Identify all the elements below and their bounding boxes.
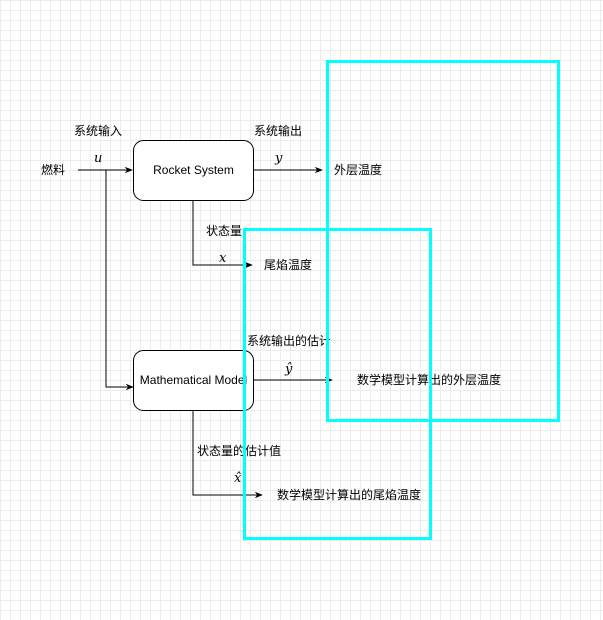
label-state: 状态量 [206, 224, 242, 238]
label-system-input: 系统输入 [74, 123, 122, 138]
label-x-hat: x̂ [234, 471, 242, 486]
label-fuel: 燃料 [41, 162, 65, 177]
label-x: x [219, 251, 227, 266]
edge-fuel-to-model[interactable] [105, 170, 134, 391]
node-model-label: Mathematical Model [140, 373, 247, 387]
node-mathematical-model[interactable]: Mathematical Model [133, 350, 254, 411]
edge-model-state[interactable] [192, 410, 263, 499]
highlight-box-outer [326, 60, 560, 422]
node-rocket-system[interactable]: Rocket System [133, 140, 254, 201]
edge-rocket-state[interactable] [192, 200, 253, 269]
label-state-estimate: 状态量的估计值 [197, 443, 281, 458]
label-outer-temp: 外层温度 [334, 162, 382, 177]
label-model-tail-temp: 数学模型计算出的尾焰温度 [277, 487, 421, 502]
highlight-box-inner [243, 228, 432, 540]
label-u: u [94, 151, 102, 166]
label-y: y [274, 151, 283, 166]
label-system-output: 系统输出 [254, 123, 302, 138]
node-rocket-label: Rocket System [153, 163, 234, 177]
label-tail-temp: 尾焰温度 [264, 257, 312, 272]
label-y-hat: ŷ [284, 362, 293, 377]
label-output-estimate: 系统输出的估计 [247, 333, 331, 348]
